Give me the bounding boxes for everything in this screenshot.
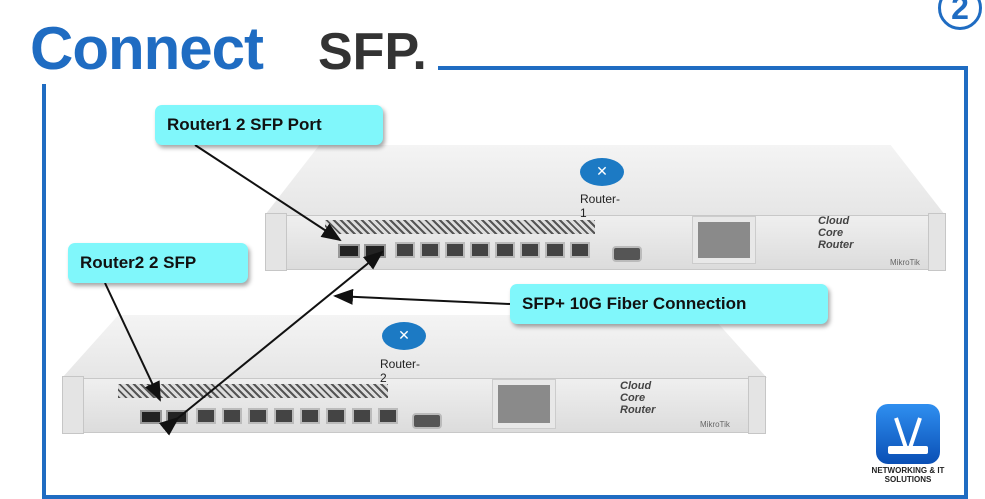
router-1-label: Router-1 bbox=[580, 192, 621, 220]
router-1-eth-port bbox=[420, 242, 440, 258]
router-2-brand: MikroTik bbox=[700, 420, 730, 429]
router-antenna-icon bbox=[888, 417, 928, 454]
router-1-icon: ✕ bbox=[580, 158, 624, 186]
router-1-vent bbox=[325, 220, 595, 234]
router-1-eth-port bbox=[395, 242, 415, 258]
frame-bottom-line bbox=[42, 495, 968, 499]
router-1-lcd bbox=[692, 216, 756, 264]
router-1-ear-right bbox=[928, 213, 946, 271]
router-2-lcd bbox=[492, 379, 556, 429]
router-1-eth-port bbox=[495, 242, 515, 258]
networking-logo-text: NETWORKING & IT SOLUTIONS bbox=[871, 466, 945, 484]
router-2-icon: ✕ bbox=[382, 322, 426, 350]
router-1-model: Cloud Core Router bbox=[818, 215, 854, 251]
router-1-brand: MikroTik bbox=[890, 258, 920, 267]
router-1-eth-port bbox=[545, 242, 565, 258]
router-2-console-port bbox=[412, 413, 442, 429]
arrow-router1-callout bbox=[194, 144, 342, 242]
arrow-fiber-callout bbox=[333, 288, 511, 305]
router-1-eth-port bbox=[570, 242, 590, 258]
router-2-model: Cloud Core Router bbox=[620, 380, 656, 416]
router-1-eth-port bbox=[470, 242, 490, 258]
router-1-eth-port bbox=[520, 242, 540, 258]
title-connect: Connect bbox=[30, 15, 264, 82]
frame-top-line bbox=[438, 66, 968, 70]
title-sfp: SFP. bbox=[318, 23, 427, 81]
frame-left-line bbox=[42, 84, 46, 499]
callout-fiber-connection: SFP+ 10G Fiber Connection bbox=[510, 284, 828, 324]
callout-router2-sfp: Router2 2 SFP bbox=[68, 243, 248, 283]
router-1-eth-port bbox=[445, 242, 465, 258]
networking-logo bbox=[876, 404, 940, 464]
callout-router1-sfp: Router1 2 SFP Port bbox=[155, 105, 383, 145]
router-2-ear-right bbox=[748, 376, 766, 434]
router-2-ear-left bbox=[62, 376, 84, 434]
arrow-router2-callout bbox=[104, 282, 161, 402]
fiber-cable bbox=[158, 250, 384, 436]
router-1-console-port bbox=[612, 246, 642, 262]
step-number-badge: 2 bbox=[938, 0, 982, 30]
frame-right-line bbox=[964, 66, 968, 499]
